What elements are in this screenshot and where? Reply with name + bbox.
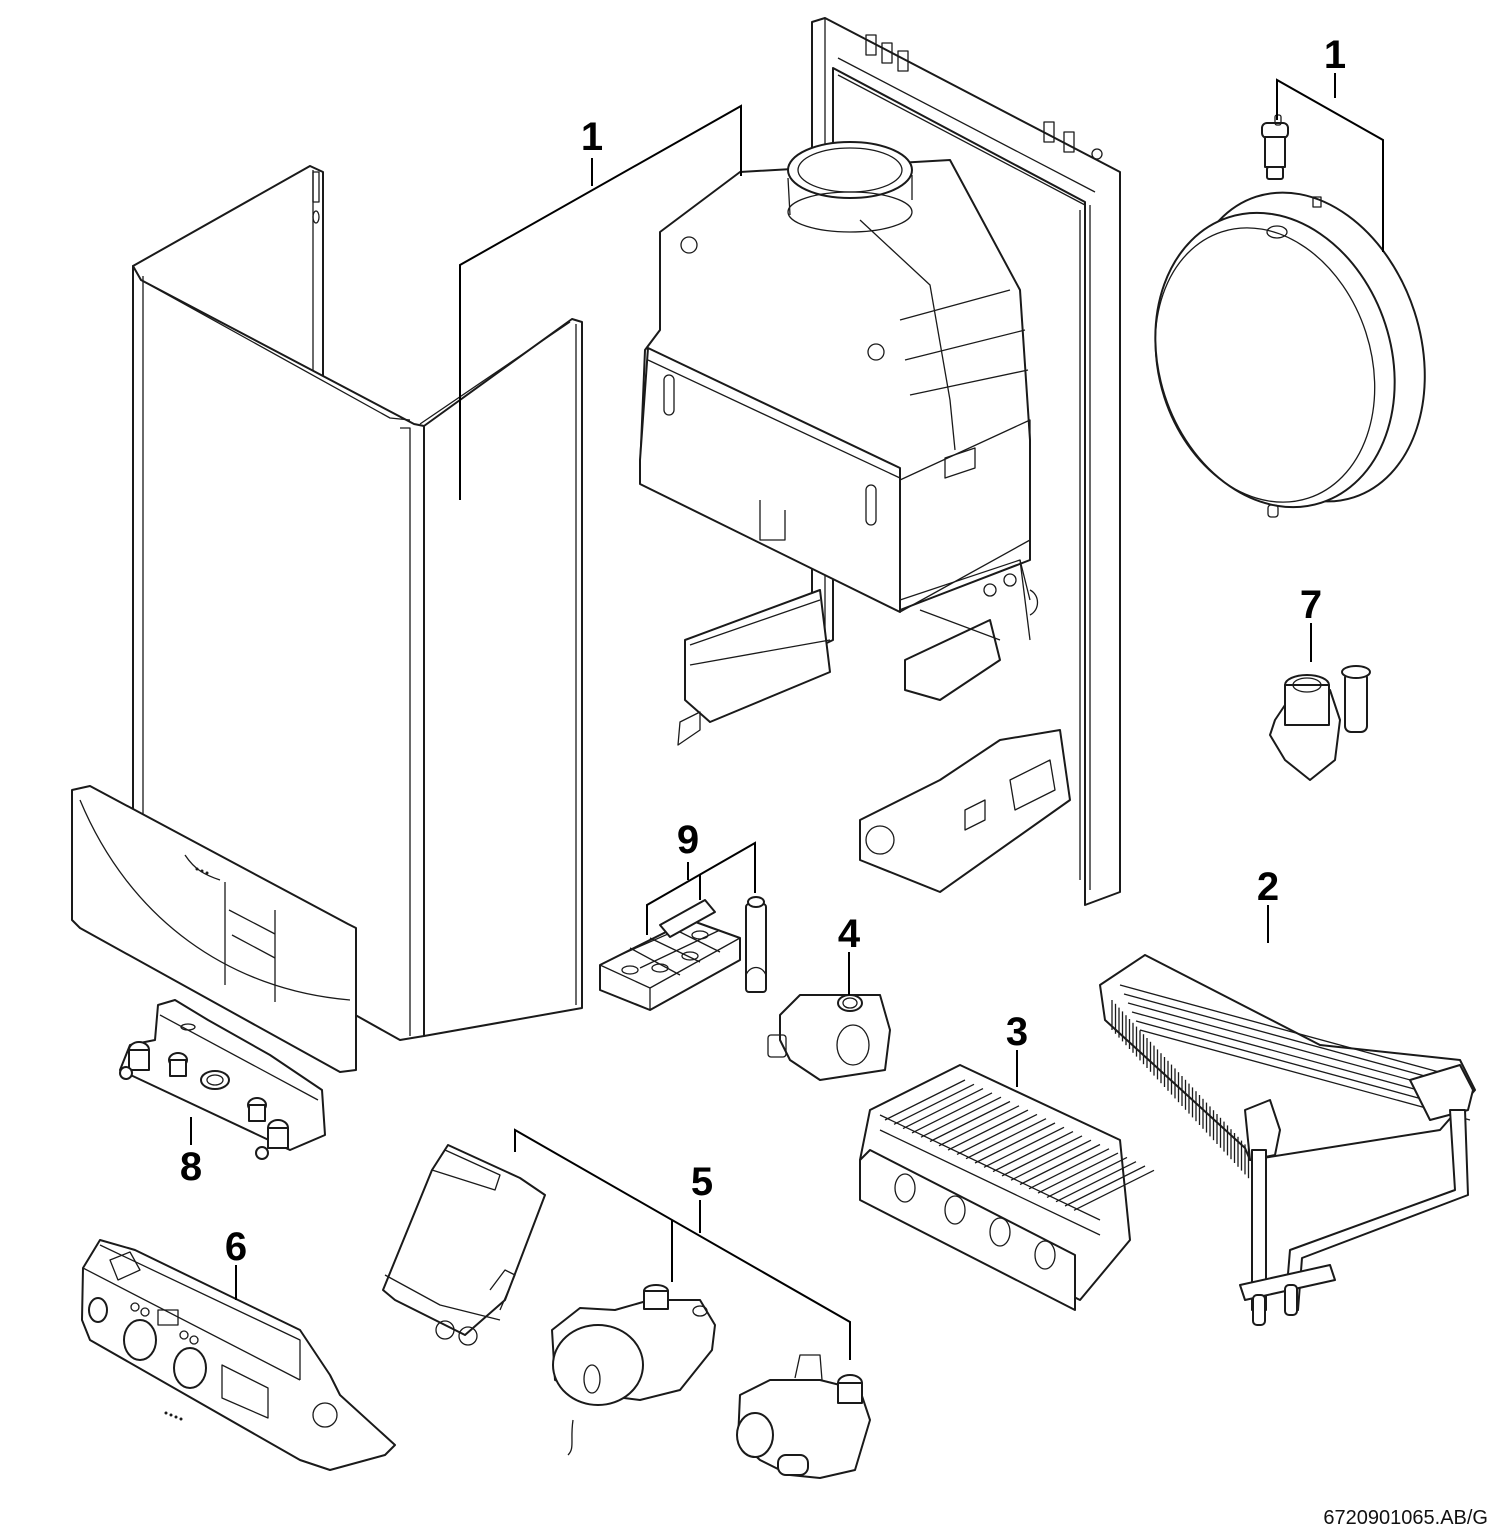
burner-rib	[1064, 1165, 1146, 1207]
burner-rib	[902, 1088, 984, 1130]
leader-9	[646, 841, 756, 935]
hx-tube-row	[1119, 984, 1451, 1076]
leader-1-casing	[459, 104, 742, 500]
leader-lines	[190, 73, 1384, 1360]
burner-rib	[1046, 1156, 1128, 1198]
combustion-chamber	[639, 141, 1031, 613]
burner-rib	[1037, 1152, 1119, 1194]
burner-rib	[1019, 1143, 1101, 1186]
burner-rib	[884, 1079, 966, 1121]
burner-rib	[938, 1105, 1020, 1147]
diverter-valve	[1269, 665, 1371, 781]
hx-tube-row	[1123, 993, 1455, 1085]
front-cover	[71, 785, 357, 1073]
burner-rib	[1073, 1169, 1155, 1211]
callout-9: 9	[677, 818, 699, 862]
hx-tube-row	[1135, 1020, 1467, 1112]
control-panel	[81, 1239, 396, 1471]
burner-rib	[1010, 1139, 1092, 1181]
burner-rib	[920, 1096, 1002, 1138]
leader-5	[514, 1128, 851, 1360]
expansion-vessel	[1154, 191, 1426, 518]
leader-1-vessel	[1276, 73, 1384, 252]
lower-brackets	[677, 559, 1071, 893]
air-vent	[1261, 114, 1289, 180]
grease-tube	[745, 896, 767, 993]
callout-3: 3	[1006, 1010, 1028, 1054]
callout-1-vessel: 1	[1324, 33, 1346, 77]
burner-rib	[992, 1131, 1074, 1173]
burner-rib	[1055, 1161, 1137, 1203]
burner-rib	[956, 1113, 1038, 1155]
burner-rib	[974, 1122, 1056, 1164]
burner-rib	[893, 1083, 975, 1125]
callout-7: 7	[1300, 583, 1322, 627]
burner	[859, 1064, 1155, 1311]
seal-kit	[599, 899, 741, 1011]
burner-rib	[983, 1126, 1065, 1168]
plate-heat-exchanger	[382, 1144, 546, 1346]
burner-rib	[1001, 1135, 1083, 1177]
burner-rib	[929, 1100, 1011, 1143]
burner-rib	[911, 1092, 993, 1134]
hx-tube-row	[1127, 1002, 1459, 1094]
callout-5: 5	[691, 1160, 713, 1204]
gas-valve	[767, 994, 891, 1081]
callout-6: 6	[225, 1225, 247, 1269]
callout-1-casing: 1	[581, 115, 603, 159]
burner-rib	[947, 1109, 1029, 1151]
heat-exchanger	[1099, 954, 1476, 1326]
burner-rib	[1028, 1148, 1110, 1190]
callout-4: 4	[838, 912, 861, 956]
document-id: 6720901065.AB/G	[1323, 1507, 1488, 1529]
callout-8: 8	[180, 1145, 202, 1189]
hx-tube-row	[1139, 1029, 1471, 1121]
burner-rib	[965, 1118, 1047, 1160]
hx-tube-row	[1131, 1011, 1463, 1103]
callouts: 1 1 7 9 2 4 3 8 5 6	[180, 33, 1346, 1269]
callout-2: 2	[1257, 865, 1279, 909]
mounting-bracket	[119, 999, 326, 1160]
casing	[132, 165, 583, 1041]
pump	[551, 1284, 716, 1456]
hydraulic-block	[736, 1354, 871, 1479]
